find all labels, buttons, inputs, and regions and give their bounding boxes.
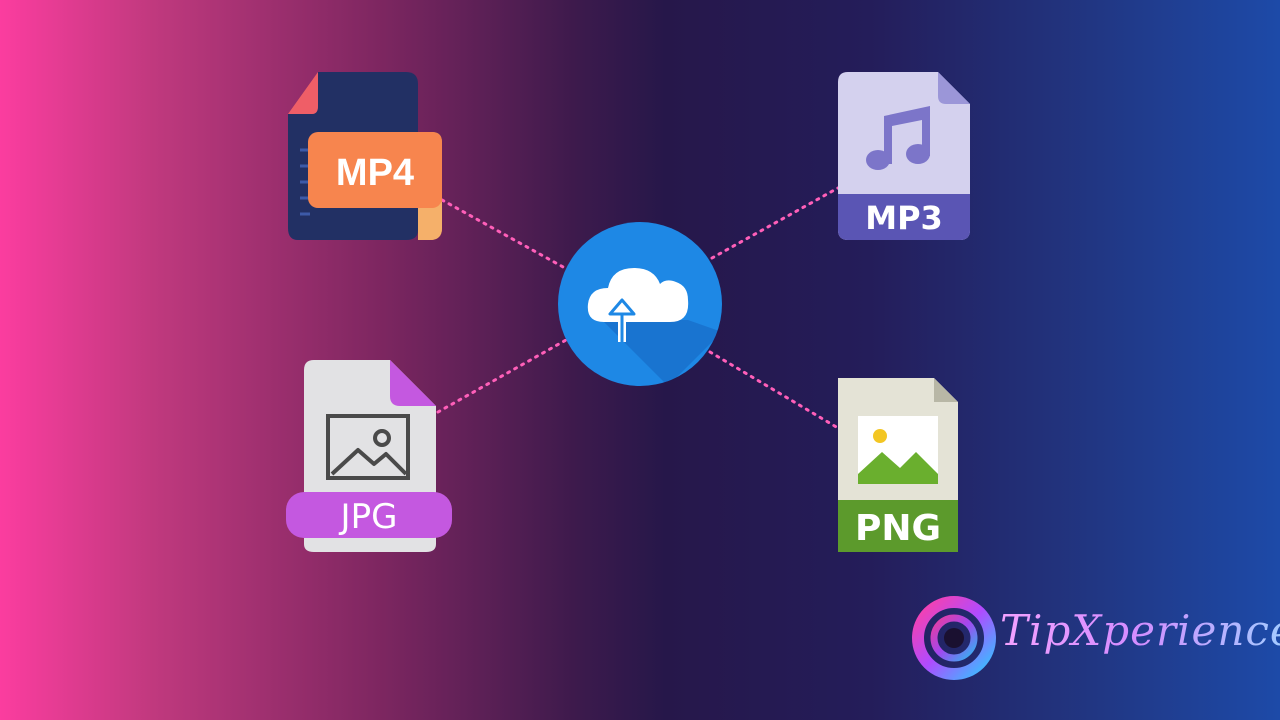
audio-file-icon: MP3 (838, 72, 970, 240)
connector-jpg (436, 338, 568, 414)
image-file-icon: JPG (286, 360, 452, 552)
connector-mp4 (440, 198, 567, 270)
brand-name: TipXperience (1000, 606, 1280, 655)
jpg-label: JPG (339, 497, 398, 537)
mp4-file: MP4 (286, 72, 446, 249)
cloud-upload-icon (558, 222, 722, 386)
brand-logo (910, 594, 1000, 689)
cloud-upload (558, 222, 722, 391)
mp4-label: MP4 (336, 152, 414, 194)
jpg-file: JPG (286, 360, 456, 561)
mp3-label: MP3 (865, 199, 943, 237)
connector-mp3 (710, 186, 840, 260)
connector-png (708, 350, 840, 430)
png-label: PNG (855, 508, 941, 549)
mp3-file: MP3 (838, 72, 972, 247)
swirl-logo-icon (912, 596, 996, 680)
png-file: PNG (838, 378, 960, 559)
video-file-icon: MP4 (288, 72, 442, 240)
image-file-icon: PNG (838, 378, 958, 552)
